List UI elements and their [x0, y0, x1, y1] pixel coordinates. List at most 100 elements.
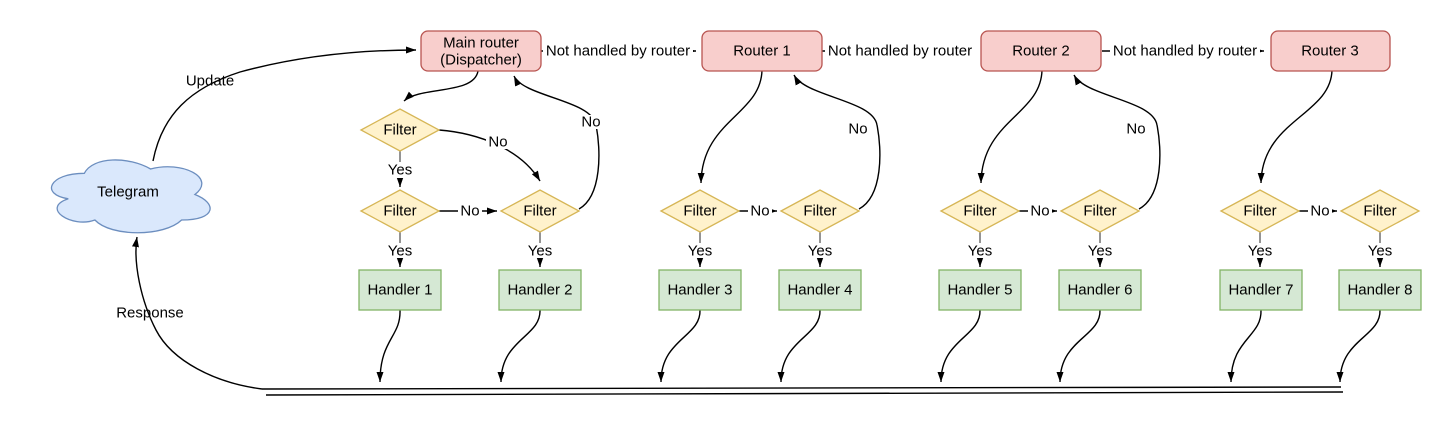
filter-1: Filter [359, 189, 441, 233]
filter-top: Filter [359, 108, 441, 152]
filter-diamond [1339, 189, 1421, 233]
filter-2: Filter [499, 189, 581, 233]
handler-6-box [1058, 269, 1142, 311]
handler-3-box [658, 269, 742, 311]
handler-1-label: Handler 1 [367, 282, 432, 299]
filter-diamond [939, 189, 1021, 233]
handler-6-label: Handler 6 [1067, 282, 1132, 299]
filter-diamond [659, 189, 741, 233]
filter-label: Filter [1083, 203, 1116, 220]
no-label-g2-loop: No [1126, 121, 1145, 138]
filter-label: Filter [1243, 203, 1276, 220]
router-3-label: Router 3 [1301, 43, 1359, 60]
no-label-g3-inner: No [1310, 203, 1329, 220]
handler-4: Handler 4 [778, 269, 862, 311]
not-handled-2-label: Not handled by router [828, 43, 972, 60]
router-main: Main router (Dispatcher) [420, 30, 542, 72]
yes-bg [966, 244, 994, 258]
filter-5: Filter [939, 189, 1021, 233]
no-label-g1-loop: No [848, 121, 867, 138]
edge-router1-to-filter [697, 69, 763, 184]
yes-bg [806, 244, 834, 258]
yes-bg [1086, 244, 1114, 258]
not-handled-3-label: Not handled by router [1113, 43, 1257, 60]
edge-handler6-to-bus [1056, 309, 1101, 383]
handler-7-label: Handler 7 [1228, 282, 1293, 299]
no-bg [458, 204, 482, 218]
handler-5-label: Handler 5 [947, 282, 1012, 299]
filter-8: Filter [1339, 189, 1421, 233]
handler-4-box [778, 269, 862, 311]
no-bg [579, 115, 603, 129]
handler-1: Handler 1 [358, 269, 442, 311]
no-bg [1308, 204, 1332, 218]
handler-1-box [358, 269, 442, 311]
cloud-label: Telegram [97, 184, 159, 201]
router-2-box [980, 30, 1102, 72]
no-label-g0-inner: No [460, 203, 479, 220]
yes-bg [1366, 244, 1394, 258]
edges [132, 46, 1384, 396]
no-bg [846, 122, 870, 136]
router-2: Router 2 [980, 30, 1102, 72]
yes-label-5: Yes [968, 243, 992, 260]
handler-5-box [938, 269, 1022, 311]
edge-router3-to-filter [1257, 69, 1333, 184]
no-label-g1-inner: No [750, 203, 769, 220]
response-edge-label: Response [116, 305, 184, 322]
not-handled-3-bg [1110, 43, 1260, 60]
yes-label-top: Yes [388, 162, 412, 179]
yes-bg [1246, 244, 1274, 258]
edge-handler2-to-bus [497, 309, 541, 383]
router-main-box [420, 30, 542, 72]
no-label-g0-loop: No [581, 114, 600, 131]
router-3-box [1270, 30, 1391, 72]
yes-label-7: Yes [1248, 243, 1272, 260]
edge-response [132, 236, 263, 390]
filter-label: Filter [383, 203, 416, 220]
handler-2-box [498, 269, 582, 311]
filter-label: Filter [803, 203, 836, 220]
filter-label: Filter [1363, 203, 1396, 220]
edge-labels: Update Response Not handled by router No… [116, 43, 1394, 322]
edge-handler1-to-bus [376, 309, 401, 383]
filter-diamond [1219, 189, 1301, 233]
handler-6: Handler 6 [1058, 269, 1142, 311]
router-2-label: Router 2 [1012, 43, 1070, 60]
edge-no-loop-main [513, 75, 600, 210]
yes-label-1: Yes [388, 243, 412, 260]
yes-label-3: Yes [688, 243, 712, 260]
filter-6: Filter [1059, 189, 1141, 233]
not-handled-2-bg [825, 43, 975, 60]
router-1-box [701, 30, 823, 72]
handler-3-label: Handler 3 [667, 282, 732, 299]
handler-2: Handler 2 [498, 269, 582, 311]
yes-label-4: Yes [808, 243, 832, 260]
no-label-g2-inner: No [1030, 203, 1049, 220]
telegram-cloud: Telegram [50, 159, 211, 234]
edge-update [152, 46, 417, 162]
filter-diamond [359, 189, 441, 233]
yes-bg [526, 244, 554, 258]
handler-8-label: Handler 8 [1347, 282, 1412, 299]
router-1: Router 1 [701, 30, 823, 72]
yes-label-2: Yes [528, 243, 552, 260]
handler-7-box [1219, 269, 1303, 311]
router-3: Router 3 [1270, 30, 1391, 72]
filter-diamond [779, 189, 861, 233]
edge-handler5-to-bus [937, 309, 981, 383]
handler-2-label: Handler 2 [507, 282, 572, 299]
handler-3: Handler 3 [658, 269, 742, 311]
handler-8: Handler 8 [1338, 269, 1422, 311]
edge-handler8-to-bus [1336, 309, 1381, 383]
yes-bg [386, 244, 414, 258]
filter-diamond [1059, 189, 1141, 233]
filter-3: Filter [659, 189, 741, 233]
edge-main-router-to-filter [403, 70, 479, 102]
yes-label-8: Yes [1368, 243, 1392, 260]
yes-bg [386, 163, 414, 178]
not-handled-1-bg [543, 43, 693, 60]
edge-no-loop-router2 [1073, 74, 1161, 210]
handler-5: Handler 5 [938, 269, 1022, 311]
edge-router2-to-filter [977, 69, 1043, 184]
